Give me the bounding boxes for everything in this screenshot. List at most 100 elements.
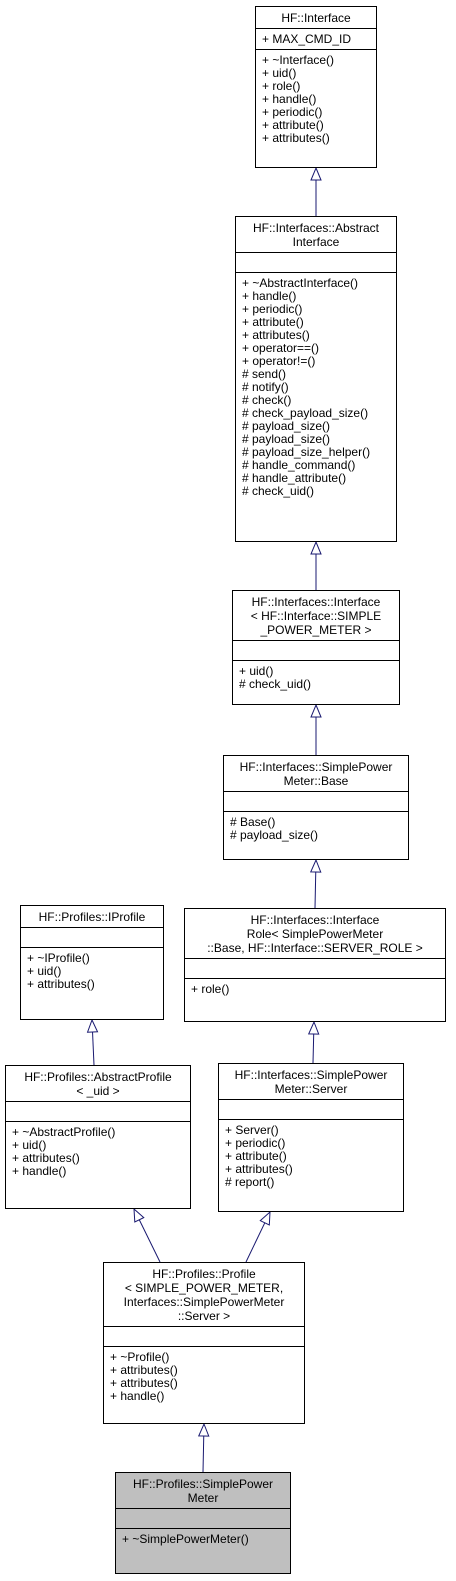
class-operation[interactable]: # check() — [242, 393, 292, 407]
class-operation[interactable]: + attributes() — [225, 1162, 293, 1176]
class-operation[interactable]: + Server() — [225, 1123, 279, 1137]
class-title-line: ::Base, HF::Interface::SERVER_ROLE > — [207, 941, 423, 955]
class-attributes — [236, 252, 396, 272]
inheritance-arrowhead — [197, 1422, 210, 1437]
class-title-line: HF::Interface — [281, 11, 351, 25]
class-operation[interactable]: + ~AbstractInterface() — [242, 276, 359, 290]
class-title-line: < HF::Interface::SIMPLE — [250, 609, 382, 623]
class-operation[interactable]: # check_uid() — [242, 484, 315, 498]
class-operation[interactable]: + attributes() — [27, 977, 95, 991]
class-operation[interactable]: + attributes() — [12, 1151, 80, 1165]
class-operation[interactable]: + attributes() — [242, 328, 310, 342]
class-operation[interactable]: + ~Profile() — [110, 1350, 170, 1364]
class-title-line: HF::Interfaces::Interface — [250, 913, 380, 927]
class-title-line: HF::Profiles::IProfile — [38, 910, 146, 924]
class-operation[interactable]: + handle() — [12, 1164, 67, 1178]
class-operation[interactable]: + ~AbstractProfile() — [12, 1125, 116, 1139]
inheritance-edge — [312, 1033, 315, 1064]
class-operation[interactable]: + uid() — [262, 66, 297, 80]
class-node-profile[interactable]: HF::Profiles::Profile< SIMPLE_POWER_METE… — [103, 1262, 305, 1424]
class-operation[interactable]: + handle() — [110, 1389, 165, 1403]
class-operation[interactable]: + uid() — [239, 664, 274, 678]
class-operation[interactable]: + role() — [191, 982, 230, 996]
inheritance-arrowhead — [307, 1020, 320, 1035]
class-attributes — [116, 1508, 290, 1528]
class-operation[interactable]: # send() — [242, 367, 287, 381]
class-node-abstract-profile[interactable]: HF::Profiles::AbstractProfile< _uid >+ ~… — [5, 1065, 191, 1209]
class-title: HF::Profiles::IProfile — [21, 906, 163, 927]
class-operations: + ~AbstractInterface()+ handle()+ period… — [236, 272, 396, 541]
class-operation[interactable]: # check_uid() — [239, 677, 312, 691]
class-operations: + role() — [185, 978, 445, 1021]
class-title-line: Meter::Base — [283, 774, 349, 788]
class-operation[interactable]: + operator==() — [242, 341, 320, 355]
class-node-hf-interface[interactable]: HF::Interface+ MAX_CMD_ID+ ~Interface()+… — [255, 6, 377, 168]
inheritance-arrowhead — [309, 858, 322, 873]
class-operation[interactable]: + periodic() — [225, 1136, 286, 1150]
class-title-line: < SIMPLE_POWER_METER, — [124, 1281, 284, 1295]
class-operation[interactable]: + operator!=() — [242, 354, 316, 368]
class-operation[interactable]: # Base() — [230, 815, 276, 829]
class-attributes — [233, 640, 399, 660]
inheritance-arrowhead — [310, 703, 322, 718]
class-operation[interactable]: + periodic() — [262, 105, 323, 119]
class-operation[interactable]: # handle_command() — [242, 458, 356, 472]
class-operation[interactable]: + uid() — [27, 964, 62, 978]
class-operation[interactable]: + attributes() — [110, 1363, 178, 1377]
class-operation[interactable]: # payload_size() — [242, 419, 331, 433]
class-node-iprofile[interactable]: HF::Profiles::IProfile+ ~IProfile()+ uid… — [20, 905, 164, 1020]
class-operation[interactable]: + handle() — [262, 92, 317, 106]
class-title-line: _POWER_METER > — [260, 623, 372, 637]
class-operations: + ~Profile()+ attributes()+ attributes()… — [104, 1346, 304, 1423]
class-attribute[interactable]: + MAX_CMD_ID — [262, 32, 352, 46]
class-node-interfaces-interface[interactable]: HF::Interfaces::Interface< HF::Interface… — [232, 590, 400, 705]
class-attributes — [219, 1099, 403, 1119]
class-operation[interactable]: + uid() — [12, 1138, 47, 1152]
class-operation[interactable]: + ~Interface() — [262, 53, 335, 67]
inheritance-arrowhead — [310, 540, 322, 555]
class-title-line: HF::Interfaces::SimplePower — [234, 1068, 388, 1082]
class-title-line: HF::Profiles::Profile — [152, 1267, 256, 1281]
class-operations: + uid()# check_uid() — [233, 660, 399, 704]
class-operation[interactable]: + ~SimplePowerMeter() — [122, 1532, 249, 1546]
class-title: HF::Profiles::Profile< SIMPLE_POWER_METE… — [104, 1263, 304, 1326]
class-operation[interactable]: + attribute() — [242, 315, 304, 329]
class-operation[interactable]: + attributes() — [110, 1376, 178, 1390]
class-title-line: < _uid > — [76, 1084, 120, 1098]
class-operation[interactable]: # report() — [225, 1175, 275, 1189]
class-operation[interactable]: + ~IProfile() — [27, 951, 90, 965]
class-operation[interactable]: # payload_size() — [230, 828, 319, 842]
class-title-line: Interface — [292, 235, 340, 249]
class-operation[interactable]: + attribute() — [262, 118, 324, 132]
class-operations: + Server()+ periodic()+ attribute()+ att… — [219, 1119, 403, 1211]
class-title-line: HF::Interfaces::SimplePower — [239, 760, 393, 774]
class-operation[interactable]: + role() — [262, 79, 301, 93]
class-operation[interactable]: + periodic() — [242, 302, 303, 316]
class-operation[interactable]: + attributes() — [262, 131, 330, 145]
inheritance-edge — [245, 1222, 266, 1263]
class-title: HF::Profiles::AbstractProfile< _uid > — [6, 1066, 190, 1101]
class-operation[interactable]: # payload_size() — [242, 432, 331, 446]
class-operation[interactable]: + attribute() — [225, 1149, 287, 1163]
class-operation[interactable]: # notify() — [242, 380, 289, 394]
class-operation[interactable]: # payload_size_helper() — [242, 445, 371, 459]
class-attributes — [104, 1326, 304, 1346]
class-operations: + ~Interface()+ uid()+ role()+ handle()+… — [256, 49, 376, 167]
class-operation[interactable]: + handle() — [242, 289, 297, 303]
class-attributes — [6, 1101, 190, 1121]
class-operation[interactable]: # handle_attribute() — [242, 471, 347, 485]
inheritance-arrowhead — [133, 1207, 145, 1223]
class-operation[interactable]: # check_payload_size() — [242, 406, 369, 420]
class-title: HF::Interface — [256, 7, 376, 28]
class-title-line: HF::Interfaces::Interface — [251, 595, 381, 609]
class-title: HF::Interfaces::Interface< HF::Interface… — [233, 591, 399, 640]
class-title-line: Meter::Server — [274, 1082, 348, 1096]
